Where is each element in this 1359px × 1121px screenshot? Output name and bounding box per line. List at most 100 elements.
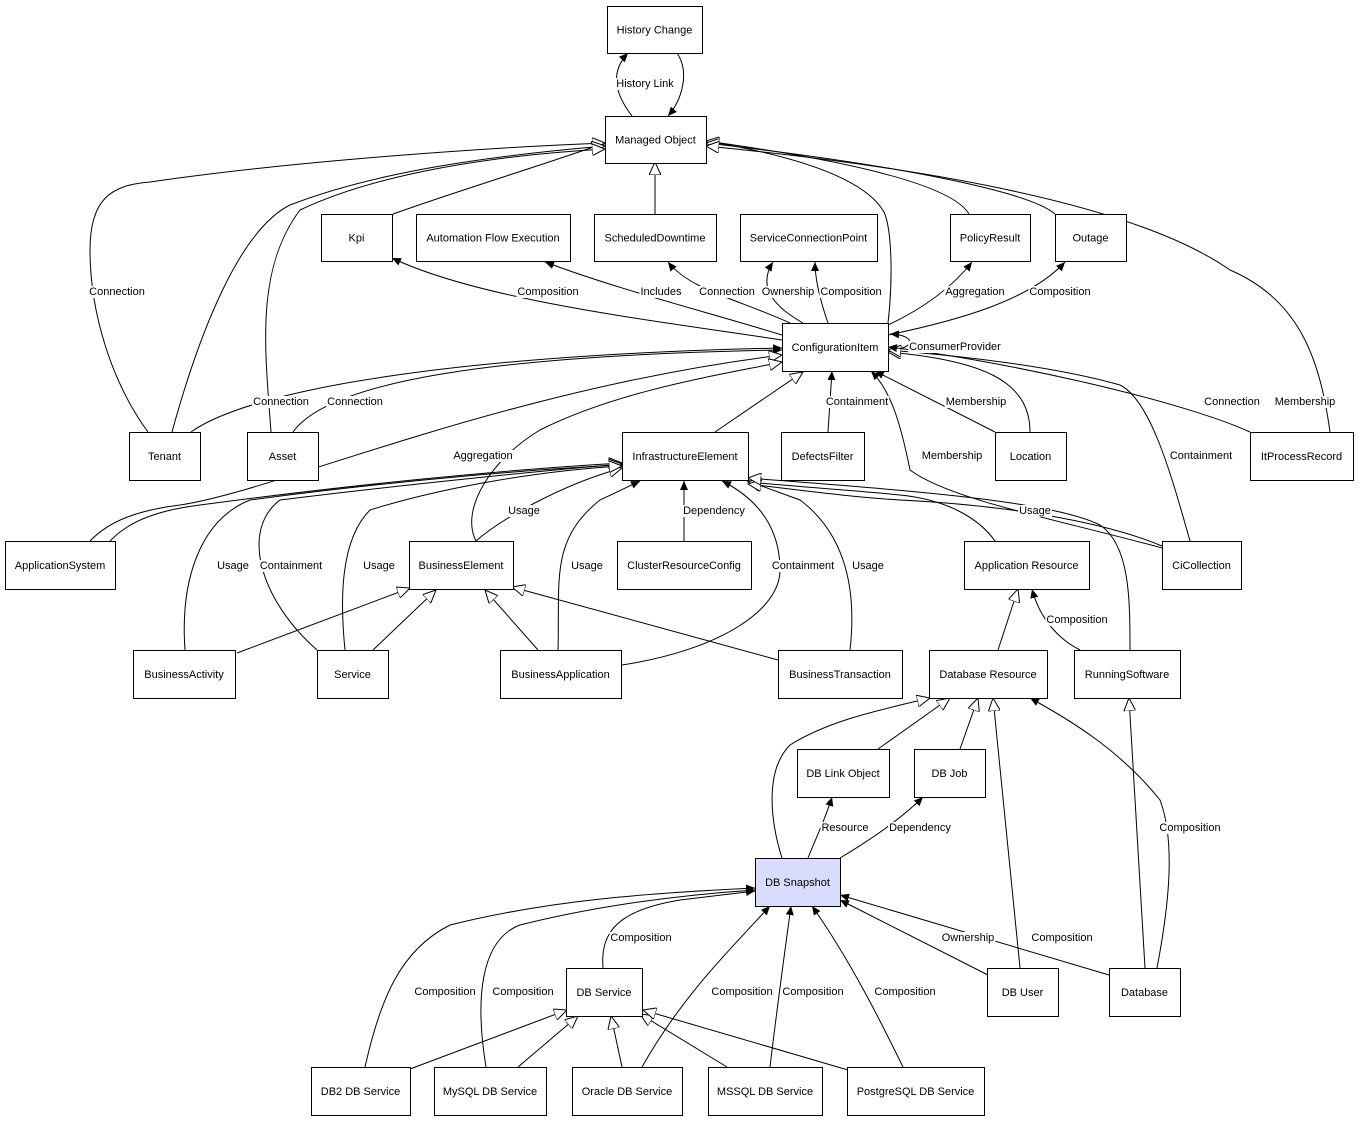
node-label: DefectsFilter <box>792 451 854 463</box>
node-it-process-record[interactable]: ItProcessRecord <box>1250 432 1354 481</box>
node-box <box>566 968 643 1017</box>
node-automation-flow[interactable]: Automation Flow Execution <box>416 214 571 262</box>
node-label: InfrastructureElement <box>632 451 737 463</box>
edge-label-bapp-ie: Usage <box>571 560 603 572</box>
node-box <box>847 1067 985 1116</box>
edge-label-history-link: History Link <box>616 78 674 90</box>
node-box <box>1162 541 1242 590</box>
node-application-system[interactable]: ApplicationSystem <box>5 541 116 590</box>
edge-label-bg <box>698 286 756 298</box>
node-cluster-resource-config[interactable]: ClusterResourceConfig <box>617 541 752 590</box>
node-label: ConfigurationItem <box>792 342 879 354</box>
node-service[interactable]: Service <box>317 650 389 699</box>
edge-label-bg <box>710 986 774 998</box>
edge-label-cic-ci-mem: Membership <box>922 450 983 462</box>
node-box <box>914 749 986 798</box>
node-label: DB Job <box>931 768 967 780</box>
node-box <box>755 858 841 907</box>
edge-label-rs-ar: Composition <box>1046 614 1107 626</box>
node-defects-filter[interactable]: DefectsFilter <box>781 432 865 481</box>
edge-label-bg <box>216 560 250 572</box>
node-mssql-db-service[interactable]: MSSQL DB Service <box>708 1067 823 1116</box>
node-business-transaction[interactable]: BusinessTransaction <box>778 650 903 699</box>
node-label: BusinessActivity <box>144 669 224 681</box>
node-scheduled-downtime[interactable]: ScheduledDowntime <box>594 214 717 262</box>
node-db-service[interactable]: DB Service <box>566 968 643 1017</box>
node-outage[interactable]: Outage <box>1055 214 1127 262</box>
node-label: DB Service <box>576 987 631 999</box>
edge-label-svc-ie-use: Usage <box>363 560 395 572</box>
edge-label-bg <box>682 505 747 517</box>
node-location[interactable]: Location <box>995 432 1067 481</box>
node-label: Tenant <box>148 451 181 463</box>
node-application-resource[interactable]: Application Resource <box>964 541 1090 590</box>
node-service-connection-point[interactable]: ServiceConnectionPoint <box>740 214 878 262</box>
node-db-snapshot[interactable]: DB Snapshot <box>755 858 841 907</box>
edge-label-ipr-mo-mem: Membership <box>1275 396 1336 408</box>
node-box <box>708 1067 823 1116</box>
node-db2-db-service[interactable]: DB2 DB Service <box>311 1067 411 1116</box>
edge-label-svc-ie-cont: Containment <box>260 560 322 572</box>
edge-label-bg <box>940 932 996 944</box>
edge-label-oracle-dbs: Composition <box>711 986 772 998</box>
node-box <box>605 116 707 164</box>
node-box <box>740 214 878 262</box>
edge-label-bg <box>507 505 541 517</box>
node-db-user[interactable]: DB User <box>987 968 1059 1017</box>
node-label: Service <box>334 669 371 681</box>
edge-label-bg <box>326 396 384 408</box>
node-configuration-item[interactable]: ConfigurationItem <box>782 323 889 372</box>
node-database[interactable]: Database <box>1109 968 1181 1017</box>
node-history-change[interactable]: History Change <box>607 6 703 54</box>
edge-label-ci-scp-own: Ownership <box>762 286 815 298</box>
node-box <box>964 541 1090 590</box>
edge-label-tenant-conn-mo: Connection <box>89 286 145 298</box>
edge-label-bg <box>1273 396 1337 408</box>
node-infrastructure-element[interactable]: InfrastructureElement <box>622 432 749 481</box>
node-managed-object[interactable]: Managed Object <box>605 116 707 164</box>
node-postgresql-db-service[interactable]: PostgreSQL DB Service <box>847 1067 985 1116</box>
node-label: History Change <box>617 25 693 37</box>
edge-label-pg-dbs: Composition <box>874 986 935 998</box>
node-label: DB2 DB Service <box>321 1086 400 1098</box>
node-business-element[interactable]: BusinessElement <box>409 541 514 590</box>
node-box <box>778 650 903 699</box>
edge-db-snapshot-out <box>807 796 924 859</box>
node-tenant[interactable]: Tenant <box>129 432 201 481</box>
node-mysql-db-service[interactable]: MySQL DB Service <box>434 1067 547 1116</box>
node-box <box>622 432 749 481</box>
node-label: PolicyResult <box>960 233 1021 245</box>
edge-inherit-managed-object <box>89 141 1331 433</box>
node-database-resource[interactable]: Database Resource <box>929 650 1048 699</box>
edge-label-bg <box>258 560 324 572</box>
edge-label-dbu-dbs: Ownership <box>942 932 995 944</box>
node-db-job[interactable]: DB Job <box>914 749 986 798</box>
node-label: Managed Object <box>615 135 696 147</box>
node-asset[interactable]: Asset <box>247 432 319 481</box>
node-policy-result[interactable]: PolicyResult <box>950 214 1031 262</box>
node-box <box>133 650 236 699</box>
node-box <box>781 432 865 481</box>
node-box <box>321 214 393 262</box>
edge-label-bg <box>760 286 816 298</box>
edge-label-bg <box>1030 932 1094 944</box>
node-box <box>617 541 752 590</box>
node-label: DB Link Object <box>806 768 879 780</box>
node-label: PostgreSQL DB Service <box>857 1086 975 1098</box>
node-running-software[interactable]: RunningSoftware <box>1074 650 1181 699</box>
node-box <box>500 650 622 699</box>
node-business-activity[interactable]: BusinessActivity <box>133 650 236 699</box>
edge-label-bg <box>1018 505 1052 517</box>
edge-label-bg <box>920 450 984 462</box>
node-label: ServiceConnectionPoint <box>750 233 867 245</box>
node-oracle-db-service[interactable]: Oracle DB Service <box>572 1067 683 1116</box>
edge-into-business-element <box>236 587 779 661</box>
node-db-link-object[interactable]: DB Link Object <box>797 749 890 798</box>
node-kpi[interactable]: Kpi <box>321 214 393 262</box>
node-ci-collection[interactable]: CiCollection <box>1162 541 1242 590</box>
node-box <box>311 1067 411 1116</box>
node-business-application[interactable]: BusinessApplication <box>500 650 622 699</box>
node-label: Location <box>1010 451 1052 463</box>
edge-label-bt-ie: Usage <box>852 560 884 572</box>
